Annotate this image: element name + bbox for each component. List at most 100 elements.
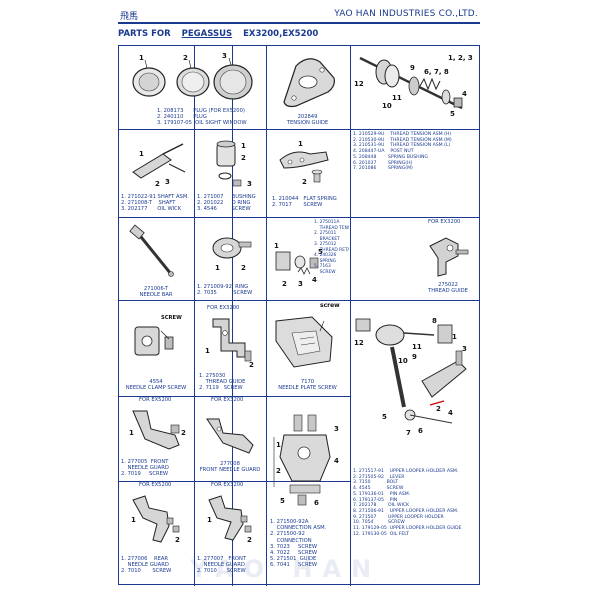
thread-guide-top-illustration xyxy=(429,237,469,277)
tension-label: 9 xyxy=(410,64,415,72)
needle-plate-screw-label: screw xyxy=(320,302,340,309)
looper-label: 6 xyxy=(418,427,423,435)
bushing-illustration: 1 2 3 xyxy=(216,140,252,188)
tension-label: 10 xyxy=(382,102,392,110)
needle-bar-illustration xyxy=(129,224,174,277)
thread-guide-mid-label: 1 xyxy=(205,347,210,355)
grid-divider xyxy=(232,46,233,586)
flat-spring-illustration: 1 2 xyxy=(279,140,329,186)
grid-divider xyxy=(119,481,350,482)
cell-front-guard-5200: FOR EX5200 1 2 1. 277005 FRONT NEEDLE GU… xyxy=(119,397,193,481)
needle-clamp-caption: 4554 NEEDLE CLAMP SCREW xyxy=(125,379,187,392)
cell-rear-guard: FOR EX5200 1 2 1. 277006 REAR NEEDLE GUA… xyxy=(119,482,193,582)
plug-caption: 1. 208173 PLUG (FOR EX5200) 2. 240110 PL… xyxy=(157,108,247,127)
tension-guide-caption: 202849 TENSION GUIDE xyxy=(286,114,329,127)
tension-label: 11 xyxy=(392,94,402,102)
front-guard-b-label: 2 xyxy=(247,536,252,544)
connection-label: 6 xyxy=(314,499,319,507)
ring-label: 2 xyxy=(241,264,246,272)
looper-label: 8 xyxy=(432,317,437,325)
needle-plate-illustration xyxy=(275,316,333,368)
cell-flat-spring: 1 2 1. 210044 FLAT SPRING 2. 7017 SCREW xyxy=(266,130,349,216)
watermark: YAO HAN xyxy=(190,555,382,583)
rear-guard-label: 1 xyxy=(131,516,136,524)
title-brand: PEGASSUS xyxy=(181,29,233,39)
needle-clamp-screw-label: SCREW xyxy=(161,315,182,321)
grid-divider xyxy=(119,129,480,130)
tension-guide-illustration xyxy=(283,58,335,108)
grid-divider xyxy=(350,46,351,270)
connection-caption: 1. 271500-92A CONNECTION ASM. 2. 271500-… xyxy=(270,519,327,569)
needle-bar-caption: 271006-T NEEDLE BAR xyxy=(139,286,173,299)
looper-label: 4 xyxy=(448,409,453,417)
looper-label: 9 xyxy=(412,353,417,361)
company-logo-text: 飛馬 xyxy=(120,12,139,22)
tension-label: 5 xyxy=(450,110,455,118)
ring-caption: 1. 271009-92 RING 2. 7035 SCREW xyxy=(197,284,253,297)
front-guard-3200-caption: 277008 FRONT NEEDLE GUARD xyxy=(199,461,261,474)
cell-ring: 1 2 1. 271009-92 RING 2. 7035 SCREW xyxy=(195,218,265,300)
cell-connection: 1 2 3 4 5 6 1. 271500-92A CONNECTION ASM… xyxy=(266,397,349,583)
tension-asm-label: 1 xyxy=(274,242,279,250)
tension-asm-label: 4 xyxy=(312,276,317,284)
grid-divider xyxy=(119,396,350,397)
rear-guard-illustration: 1 2 xyxy=(131,495,180,544)
title-models: EX3200,EX5200 xyxy=(243,29,319,39)
looper-label: 3 xyxy=(462,345,467,353)
tension-label: 4 xyxy=(462,90,467,98)
shaft-caption: 1. 271022-91 SHAFT ASM. 2. 271008-T SHAF… xyxy=(121,194,189,213)
thread-guide-mid-label: 2 xyxy=(249,361,254,369)
flat-spring-label: 1 xyxy=(298,140,303,148)
ring-label: 1 xyxy=(215,264,220,272)
cell-front-guard-b: FOR EX3200 1 2 1. 277007 FRONT NEEDLE GU… xyxy=(195,482,265,582)
front-guard-3200-illustration xyxy=(206,418,254,454)
grid-divider xyxy=(350,217,480,218)
bushing-caption: 1. 271007 BUSHING 2. 201022 O RING 3. 45… xyxy=(197,194,256,213)
cell-tension-guide: 202849 TENSION GUIDE xyxy=(266,46,349,128)
upper-looper-caption: 1. 271517-91 UPPER LOOPER HOLDER ASM. 2.… xyxy=(353,469,462,537)
tension-asm-label: 3 xyxy=(298,280,303,288)
grid-divider xyxy=(119,217,350,218)
connection-label: 3 xyxy=(334,425,339,433)
thread-tension-asm-caption: 1. 275011A THREAD TENSION ASM. 2. 275011… xyxy=(314,220,349,275)
cell-needle-bar: 271006-T NEEDLE BAR xyxy=(119,218,193,300)
front-guard-3200-note: FOR EX3200 xyxy=(211,397,244,403)
front-guard-5200-label: 2 xyxy=(181,429,186,437)
rear-guard-note: FOR EX5200 xyxy=(139,482,172,488)
page-title: PARTS FOR PEGASSUS EX3200,EX5200 xyxy=(118,29,318,39)
flat-spring-caption: 1. 210044 FLAT SPRING 2. 7017 SCREW xyxy=(272,196,337,209)
cell-needle-plate-screw: screw 7170 NEEDLE PLATE SCREW xyxy=(266,301,349,395)
grid-divider xyxy=(266,46,267,586)
connection-label: 4 xyxy=(334,457,339,465)
connection-label: 1 xyxy=(276,441,281,449)
needle-clamp-illustration xyxy=(134,326,174,356)
title-prefix: PARTS FOR xyxy=(118,29,171,39)
connection-label: 5 xyxy=(280,497,285,505)
bushing-label: 3 xyxy=(247,180,252,188)
parts-grid xyxy=(118,45,480,586)
rear-guard-caption: 1. 277006 REAR NEEDLE GUARD 2. 7010 SCRE… xyxy=(121,556,172,575)
front-guard-5200-label: 1 xyxy=(129,429,134,437)
looper-label: 5 xyxy=(382,413,387,421)
cell-thread-guide-top: FOR EX3200 275022 THREAD GUIDE xyxy=(350,218,479,300)
shaft-label: 2 xyxy=(155,180,160,186)
cell-bushing: 1 2 3 1. 271007 BUSHING 2. 201022 O RING… xyxy=(195,130,265,216)
plug-label: 3 xyxy=(222,52,227,60)
thread-tension-asm-illustration: 1 2 3 4 5 xyxy=(274,242,323,288)
cell-thread-guide-mid: FOR EX3200 1 2 1. 275030 THREAD GUIDE 2.… xyxy=(195,301,265,395)
thread-tension-illustration: 1, 2, 3 4 5 6, 7, 8 9 10 11 12 xyxy=(354,54,473,118)
needle-plate-screw-caption: 7170 NEEDLE PLATE SCREW xyxy=(278,379,337,392)
cell-thread-tension-asm: 1 2 3 4 5 1. 275011A THREAD TENSION ASM.… xyxy=(266,218,349,300)
bushing-label: 2 xyxy=(241,154,246,162)
cell-plug: 1 2 3 1. 208173 PLUG (FOR EX5200) 2. 240… xyxy=(119,46,265,128)
plug-label: 1 xyxy=(139,54,144,62)
shaft-label: 3 xyxy=(165,178,170,186)
thread-guide-top-caption: 275022 THREAD GUIDE xyxy=(428,282,468,295)
looper-label: 2 xyxy=(436,405,441,413)
thread-guide-top-note: FOR EX3200 xyxy=(428,219,461,225)
flat-spring-label: 2 xyxy=(302,178,307,186)
header-rule xyxy=(118,22,480,24)
plug-label: 2 xyxy=(183,54,188,62)
thread-guide-mid-note: FOR EX3200 xyxy=(207,305,240,311)
